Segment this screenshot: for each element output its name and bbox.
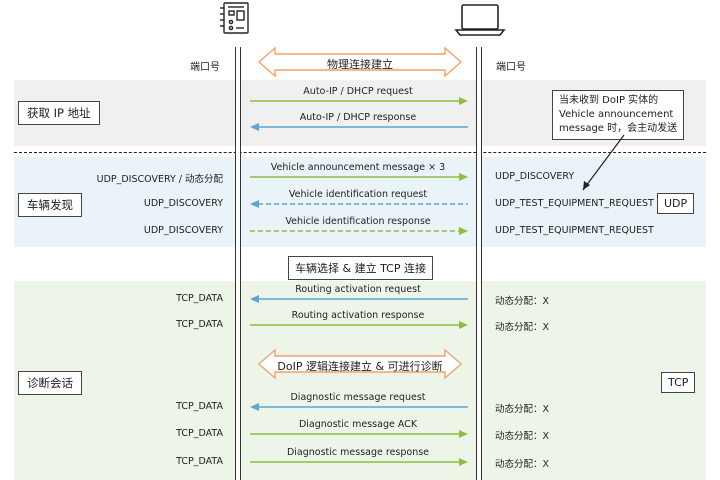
ecu-port-label: TCP_DATA — [176, 401, 223, 412]
left-port-header: 端口号 — [190, 62, 220, 73]
tester-port-label: 动态分配：X — [495, 404, 550, 415]
tester-port-label: UDP_TEST_EQUIPMENT_REQUEST — [495, 225, 654, 236]
message-arrowhead — [250, 403, 259, 411]
tester-lifeline — [476, 47, 482, 480]
tester-port-label: 动态分配：X — [495, 322, 550, 333]
message-arrowhead — [250, 123, 259, 131]
message-label: Auto-IP / DHCP request — [303, 86, 413, 97]
tester-port-label: 动态分配：X — [495, 459, 550, 470]
udp-badge: UDP — [657, 193, 695, 214]
tester-port-label: UDP_TEST_EQUIPMENT_REQUEST — [495, 198, 654, 209]
message-label: Routing activation response — [291, 310, 425, 321]
tcp-badge: TCP — [661, 372, 696, 393]
message-label: Vehicle identification response — [285, 216, 431, 227]
message-arrowhead — [459, 227, 468, 235]
ecu-lifeline — [235, 47, 241, 480]
message-arrowhead — [459, 173, 468, 181]
phase-label-ip: 获取 IP 地址 — [18, 101, 100, 125]
message-arrowhead — [459, 321, 468, 329]
message-label: Diagnostic message request — [290, 392, 426, 403]
phase-label-vehicle-discovery: 车辆发现 — [18, 193, 82, 217]
message-arrowhead — [250, 295, 259, 303]
message-label: Vehicle announcement message × 3 — [270, 162, 446, 173]
ecu-port-label: UDP_DISCOVERY / 动态分配 — [96, 174, 223, 185]
message-label: Diagnostic message ACK — [298, 419, 418, 430]
phase-band-diagnostic-session — [14, 281, 706, 480]
message-arrowhead — [459, 458, 468, 466]
ecu-port-label: TCP_DATA — [176, 293, 223, 304]
phys-connection-label: 物理连接建立 — [327, 58, 393, 71]
right-port-header: 端口号 — [496, 62, 526, 73]
ecu-port-label: TCP_DATA — [176, 456, 223, 467]
message-arrowhead — [459, 430, 468, 438]
message-arrowhead — [459, 97, 468, 105]
message-arrowhead — [250, 200, 259, 208]
announcement-note: 当未收到 DoIP 实体的 Vehicle announcement messa… — [552, 90, 685, 140]
tester-port-label: 动态分配：X — [495, 431, 550, 442]
phase-label-diagnostic-session: 诊断会话 — [18, 371, 82, 395]
message-label: Diagnostic message response — [286, 447, 430, 458]
ecu-port-label: TCP_DATA — [176, 319, 223, 330]
ecu-port-label: TCP_DATA — [176, 428, 223, 439]
tester-port-label: 动态分配：X — [495, 296, 550, 307]
ecu-port-label: UDP_DISCOVERY — [143, 198, 223, 209]
message-label: Vehicle identification request — [288, 189, 428, 200]
message-label: Auto-IP / DHCP response — [299, 112, 417, 123]
ecu-port-label: UDP_DISCOVERY — [143, 225, 223, 236]
doip-logic-label: DoIP 逻辑连接建立 & 可进行诊断 — [277, 360, 443, 373]
vehicle-select-tcp-box: 车辆选择 & 建立 TCP 连接 — [288, 256, 433, 280]
message-label: Routing activation request — [295, 284, 421, 295]
phase-divider — [14, 152, 706, 153]
tester-port-label: UDP_DISCOVERY — [495, 171, 575, 182]
